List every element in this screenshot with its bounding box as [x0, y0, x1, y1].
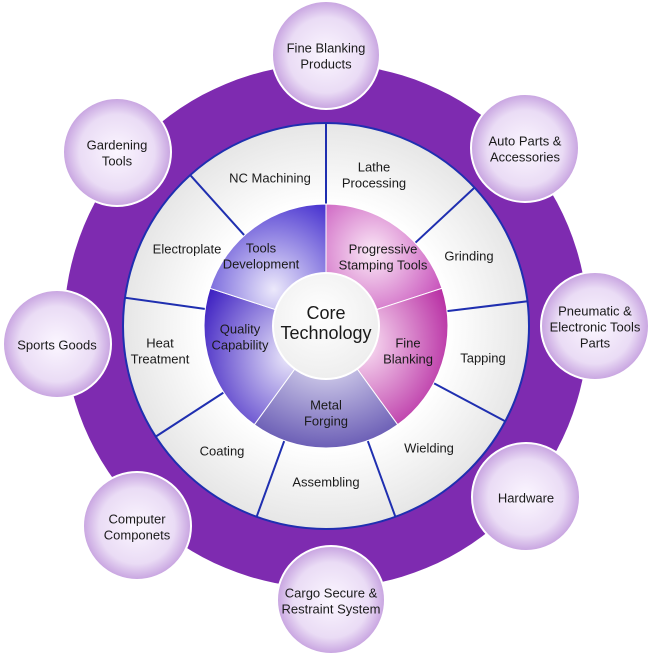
application-bubble: Auto Parts &Accessories — [470, 93, 580, 203]
ring-label-line: Assembling — [292, 475, 359, 490]
core-label-line: Development — [223, 257, 300, 272]
application-bubble: Hardware — [471, 442, 581, 552]
bubble-label: Cargo Secure &Restraint System — [282, 586, 381, 617]
bubble-circle — [276, 545, 386, 654]
bubble-label: Hardware — [498, 491, 554, 506]
bubble-circle — [470, 93, 580, 203]
ring-label-line: Wielding — [404, 441, 454, 456]
bubble-label-line: Accessories — [490, 150, 561, 165]
bubble-circle — [82, 471, 192, 581]
ring-label: Wielding — [404, 441, 454, 456]
ring-label-line: Lathe — [358, 160, 391, 175]
center-text-line: Technology — [280, 323, 371, 343]
core-label-line: Tools — [246, 241, 277, 256]
bubble-label-line: Cargo Secure & — [285, 586, 378, 601]
ring-divider — [444, 300, 528, 313]
ring-label: Assembling — [292, 475, 359, 490]
core-label-line: Fine — [395, 336, 420, 351]
core-label-line: Metal — [310, 398, 342, 413]
bubble-label-line: Hardware — [498, 491, 554, 506]
ring-label: Electroplate — [153, 242, 222, 257]
center-circle — [272, 272, 380, 380]
ring-divider — [431, 381, 506, 423]
core-label-line: Stamping Tools — [339, 258, 428, 273]
bubble-circle — [62, 97, 172, 207]
bubble-circle — [471, 442, 581, 552]
bubble-label: Sports Goods — [17, 338, 97, 353]
ring-label: Grinding — [444, 249, 493, 264]
bubble-label-line: Pneumatic & — [558, 304, 632, 319]
core-label-line: Blanking — [383, 352, 433, 367]
ring-divider — [124, 296, 208, 311]
application-bubble: Cargo Secure &Restraint System — [276, 545, 386, 654]
ring-label: Coating — [200, 444, 245, 459]
ring-label-line: Electroplate — [153, 242, 222, 257]
bubble-label-line: Restraint System — [282, 602, 381, 617]
ring-divider — [189, 174, 247, 238]
ring-label-line: Treatment — [131, 352, 190, 367]
bubble-label-line: Computer — [108, 512, 166, 527]
ring-divider — [155, 390, 226, 438]
application-bubble: Sports Goods — [2, 289, 112, 399]
bubble-label-line: Gardening — [87, 138, 148, 153]
ring-divider — [366, 438, 397, 518]
ring-label-line: Coating — [200, 444, 245, 459]
bubble-label-line: Componets — [104, 528, 171, 543]
core-segment — [253, 325, 399, 449]
bubble-label-line: Fine Blanking — [287, 41, 366, 56]
bubble-label: Auto Parts &Accessories — [489, 134, 562, 165]
bubble-label-line: Electronic Tools — [550, 320, 641, 335]
bubble-label-line: Tools — [102, 154, 133, 169]
core-label-line: Forging — [304, 414, 348, 429]
ring-label-line: NC Machining — [229, 171, 311, 186]
ring-divider — [255, 438, 286, 518]
bubble-label-line: Parts — [580, 336, 611, 351]
bubble-label-line: Auto Parts & — [489, 134, 562, 149]
bubble-circle — [540, 271, 650, 381]
ring-label-line: Grinding — [444, 249, 493, 264]
ring-label-line: Processing — [342, 176, 406, 191]
ring-dividers — [124, 123, 528, 518]
ring-divider — [413, 186, 476, 245]
bubble-label-line: Products — [300, 57, 352, 72]
ring-label: NC Machining — [229, 171, 311, 186]
core-label-line: Capability — [211, 338, 269, 353]
ring-label: Tapping — [460, 351, 506, 366]
core-label-line: Quality — [220, 322, 261, 337]
ring-label-line: Tapping — [460, 351, 506, 366]
bubble-circle — [2, 289, 112, 399]
center-text-line: Core — [306, 303, 345, 323]
ring-label-line: Heat — [146, 336, 174, 351]
bubble-label-line: Sports Goods — [17, 338, 97, 353]
core-label-line: Progressive — [349, 242, 418, 257]
bubble-circle — [271, 0, 381, 110]
